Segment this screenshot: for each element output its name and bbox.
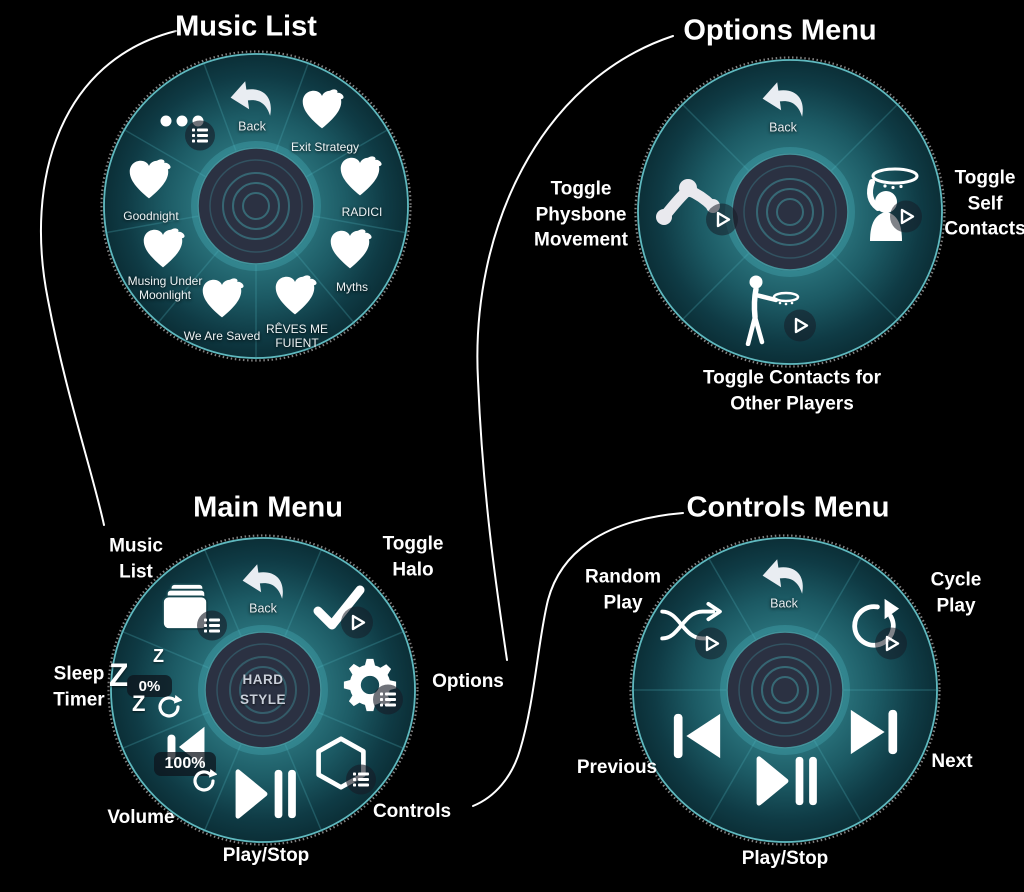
heart-icon <box>302 89 345 129</box>
back-label: Back <box>770 596 798 611</box>
back-label: Back <box>769 120 797 135</box>
refresh-icon <box>158 694 182 718</box>
heart-icon <box>129 159 172 199</box>
options-label: Options <box>432 671 504 693</box>
play-badge-icon <box>704 202 740 237</box>
music-list-menu: Back Exit Strategy RADICI Myths RÊVES ME… <box>99 49 413 363</box>
toggle-halo-item[interactable] <box>313 585 365 631</box>
volume-label: Volume <box>107 807 175 829</box>
controls-menu: Back <box>628 533 942 847</box>
next-track-icon <box>850 709 898 755</box>
back-button[interactable] <box>760 556 806 600</box>
sleep-timer-item[interactable]: Z Z 0% Z <box>107 646 197 727</box>
song-label: Exit Strategy <box>290 139 360 154</box>
music-item[interactable] <box>299 89 345 131</box>
next-item[interactable] <box>847 707 901 757</box>
back-arrow-icon <box>760 79 805 122</box>
back-button[interactable] <box>228 78 274 122</box>
song-label: RÊVES ME FUIENT <box>265 321 328 350</box>
controls-item[interactable] <box>313 735 369 791</box>
volume-item[interactable]: 100% <box>151 720 225 806</box>
main-menu: HARD STYLE Back Z Z 0% Z <box>106 533 420 847</box>
back-arrow-icon <box>760 556 805 599</box>
back-arrow-icon <box>240 561 285 604</box>
previous-track-icon <box>673 713 721 759</box>
heart-icon <box>340 156 383 196</box>
play-stop-label: Play/Stop <box>222 845 310 867</box>
sleep-percent-badge: 0% <box>127 675 172 697</box>
sleep-z-icon: Z <box>109 657 129 693</box>
heart-icon <box>330 229 373 269</box>
music-list-label: Music List <box>109 535 163 582</box>
heart-icon <box>143 228 186 268</box>
check-icon <box>313 585 365 630</box>
music-item[interactable] <box>140 228 186 270</box>
options-wheel-disc <box>634 56 946 368</box>
options-menu: Back <box>633 55 947 369</box>
toggle-physbone-label: Toggle Physbone Movement <box>534 178 628 251</box>
play-badge-icon <box>873 626 909 661</box>
previous-label: Previous <box>576 757 658 779</box>
heart-icon <box>275 275 318 315</box>
music-item[interactable] <box>126 159 172 201</box>
back-button[interactable] <box>760 79 806 123</box>
play-badge-icon <box>339 605 375 640</box>
music-item[interactable] <box>327 229 373 271</box>
song-label: We Are Saved <box>183 328 261 343</box>
submenu-badge-icon <box>185 120 215 151</box>
song-label: Musing Under Moonlight <box>127 273 203 302</box>
back-label: Back <box>249 601 277 616</box>
refresh-icon <box>193 768 217 792</box>
other-players-contact-icon <box>745 275 800 346</box>
sleep-z-icon: Z <box>153 646 164 666</box>
random-play-label: Random Play <box>585 566 661 613</box>
back-button[interactable] <box>240 561 286 605</box>
play-pause-icon <box>756 756 817 806</box>
play-stop-label: Play/Stop <box>741 848 829 870</box>
toggle-others-label: Toggle Contacts for Other Players <box>702 367 882 414</box>
music-list-item[interactable] <box>157 582 215 632</box>
music-folders-icon <box>161 582 209 631</box>
toggle-self-contacts-label: Toggle Self Contacts <box>944 167 1024 240</box>
submenu-badge-icon <box>197 610 227 641</box>
main-menu-title: Main Menu <box>193 491 343 524</box>
music-item[interactable] <box>337 156 383 198</box>
play-badge-icon <box>693 626 729 661</box>
music-list-title: Music List <box>175 10 317 43</box>
sleep-z-icon: Z <box>132 691 146 716</box>
play-badge-icon <box>888 199 924 234</box>
controls-menu-title: Controls Menu <box>686 491 890 524</box>
back-arrow-icon <box>228 78 273 121</box>
play-badge-icon <box>782 308 818 343</box>
music-item[interactable] <box>272 275 318 317</box>
submenu-badge-icon <box>346 764 376 795</box>
toggle-others-contacts-item[interactable] <box>735 274 809 346</box>
play-stop-item[interactable] <box>233 767 297 821</box>
options-menu-title: Options Menu <box>683 14 877 47</box>
sleep-timer-label: Sleep Timer <box>53 663 105 710</box>
song-label: RADICI <box>341 204 383 219</box>
now-playing-text: HARD STYLE <box>239 671 286 707</box>
next-label: Next <box>931 751 973 773</box>
cycle-play-label: Cycle Play <box>930 569 982 616</box>
hexagon-icon <box>316 736 366 790</box>
play-stop-item[interactable] <box>754 754 818 808</box>
submenu-badge-icon <box>373 684 403 715</box>
song-label: Goodnight <box>123 208 179 223</box>
previous-item[interactable] <box>670 711 724 761</box>
play-pause-icon <box>235 769 296 819</box>
music-wheel-disc <box>100 50 412 362</box>
controls-label: Controls <box>372 801 452 823</box>
song-label: Myths <box>335 279 368 294</box>
back-label: Back <box>238 119 266 134</box>
toggle-halo-label: Toggle Halo <box>382 533 444 580</box>
